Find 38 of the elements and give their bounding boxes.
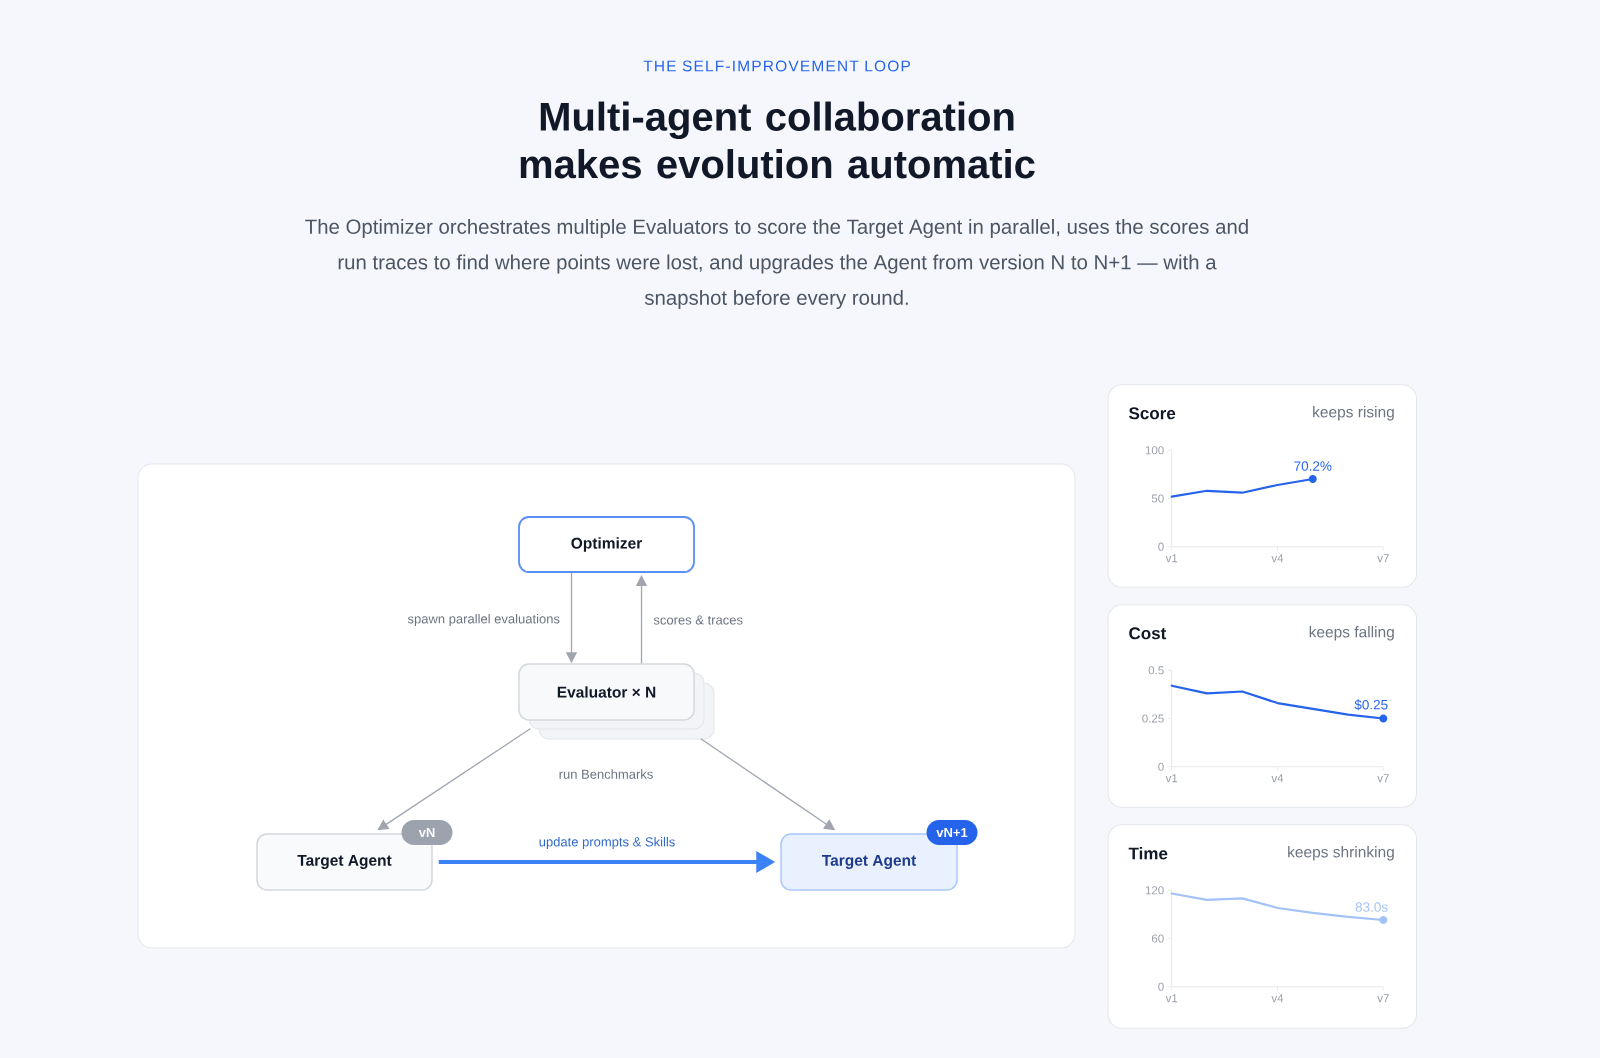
y-tick-label: 100 (1145, 446, 1164, 455)
x-tick-label: v1 (1165, 774, 1178, 783)
x-tick-label: v7 (1377, 554, 1389, 563)
y-tick-label: 0.5 (1148, 666, 1164, 675)
y-tick-label: 60 (1151, 934, 1164, 943)
card-subtitle: keeps rising (1313, 406, 1394, 421)
flow-label: run Benchmarks (559, 769, 653, 779)
value-label: $0.25 (1354, 699, 1388, 711)
y-tick-label: 0 (1158, 982, 1164, 991)
y-tick-label: 120 (1145, 886, 1164, 895)
x-tick-label: v7 (1377, 994, 1389, 1003)
value-label: 83.0s (1355, 902, 1388, 912)
x-tick-label: v1 (1165, 554, 1178, 563)
edge-label: spawn parallel evaluations (406, 612, 562, 628)
x-tick-label: v4 (1271, 994, 1284, 1003)
process-box: Optimizer (518, 516, 695, 573)
x-tick-label: v4 (1271, 774, 1284, 783)
y-tick-label: 0 (1158, 542, 1164, 551)
edge-label: update prompts & Skills (537, 835, 677, 851)
version-badge: vN+1 (926, 820, 978, 845)
card-subtitle: keeps falling (1309, 626, 1394, 641)
eyebrow-text: THE SELF-IMPROVEMENT LOOP (643, 60, 910, 72)
intro-paragraph: The Optimizer orchestrates multiple Evaluators to score the Target Agent in parallel, uses the scores and run traces to find where points were lost, and upgrades the Agent from version N to N+1 — with a snapshot before every round. (305, 219, 1248, 309)
card-subtitle: keeps shrinking (1288, 846, 1394, 861)
heading: Multi-agent collaboration makes evolution automatic (520, 101, 1035, 179)
x-tick-label: v7 (1377, 774, 1389, 783)
card-title: Time (1128, 847, 1168, 860)
value-label: 70.2% (1294, 461, 1332, 471)
card-title: Score (1129, 407, 1176, 420)
arrow (377, 728, 531, 831)
y-tick-label: 0.25 (1142, 714, 1164, 723)
x-tick-label: v4 (1271, 554, 1284, 563)
card-title: Cost (1129, 627, 1167, 640)
y-tick-label: 50 (1151, 494, 1164, 503)
stacked-box: Evaluator × N (518, 663, 715, 740)
version-badge: vN (401, 820, 453, 845)
y-tick-label: 0 (1158, 762, 1164, 771)
x-tick-label: v1 (1165, 994, 1178, 1003)
